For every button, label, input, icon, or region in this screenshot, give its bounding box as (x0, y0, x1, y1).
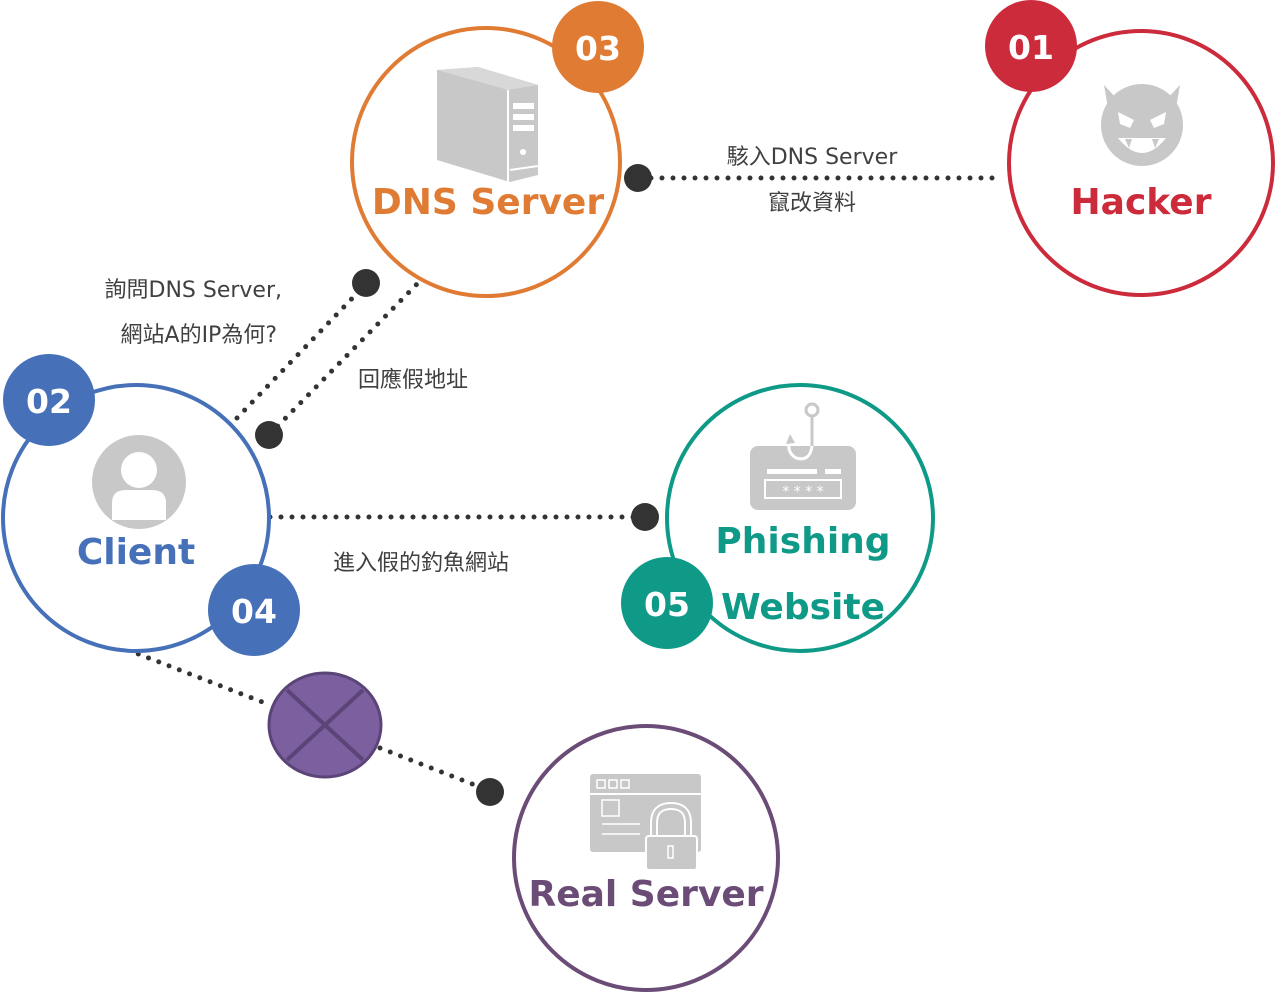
node-hacker: Hacker 01 (985, 0, 1275, 297)
user-icon (92, 435, 186, 529)
blocked-connector-line-b (377, 745, 493, 794)
query-edge-label-line1: 詢問DNS Server, (105, 278, 283, 303)
badge-05-text: 05 (644, 585, 690, 624)
blocked-x-icon (267, 671, 383, 779)
reply-connector-dot (255, 421, 283, 449)
hack-connector-dot (624, 164, 652, 192)
phishing-label-line2: Website (721, 587, 885, 628)
connectors (125, 175, 1003, 794)
badge-02-text: 02 (26, 382, 72, 421)
phishing-hook-icon: * * * * (750, 402, 856, 510)
svg-text:* * * *: * * * * (782, 484, 823, 500)
reply-edge-label: 回應假地址 (358, 367, 468, 393)
locked-browser-icon (590, 774, 701, 871)
blocked-connector-line-a (125, 647, 273, 708)
query-connector-dot (352, 269, 380, 297)
badge-01-text: 01 (1008, 28, 1054, 67)
query-edge-label-line2: 網站A的IP為何? (121, 323, 277, 348)
query-connector-line (234, 281, 369, 421)
hack-edge-label-line1: 駭入DNS Server (727, 145, 898, 170)
real-server-label: Real Server (528, 874, 763, 915)
node-phishing-website: * * * * Phishing Website 05 (621, 383, 935, 653)
server-tower-icon (437, 67, 539, 182)
client-label: Client (77, 532, 195, 573)
dns-label: DNS Server (372, 182, 604, 223)
hacker-label: Hacker (1071, 182, 1212, 223)
badge-02 (3, 354, 95, 446)
badge-01 (985, 0, 1077, 92)
badge-03-text: 03 (575, 29, 621, 68)
reply-connector-line (267, 280, 421, 437)
phish-connector-dot (631, 503, 659, 531)
real-connector-dot (476, 778, 504, 806)
badge-04 (208, 564, 300, 656)
phishing-label-line1: Phishing (715, 521, 890, 562)
node-real-server: Real Server (512, 724, 780, 992)
devil-icon (1101, 84, 1183, 166)
phish-edge-label: 進入假的釣魚網站 (333, 551, 509, 576)
phishing-circle (665, 383, 935, 653)
badge-04-text: 04 (231, 592, 277, 631)
hack-edge-label-line2: 竄改資料 (768, 191, 856, 216)
badge-05 (621, 557, 713, 649)
badge-03 (552, 1, 644, 93)
node-dns-server: DNS Server 03 (350, 1, 644, 298)
node-client: Client 02 04 (1, 354, 300, 656)
